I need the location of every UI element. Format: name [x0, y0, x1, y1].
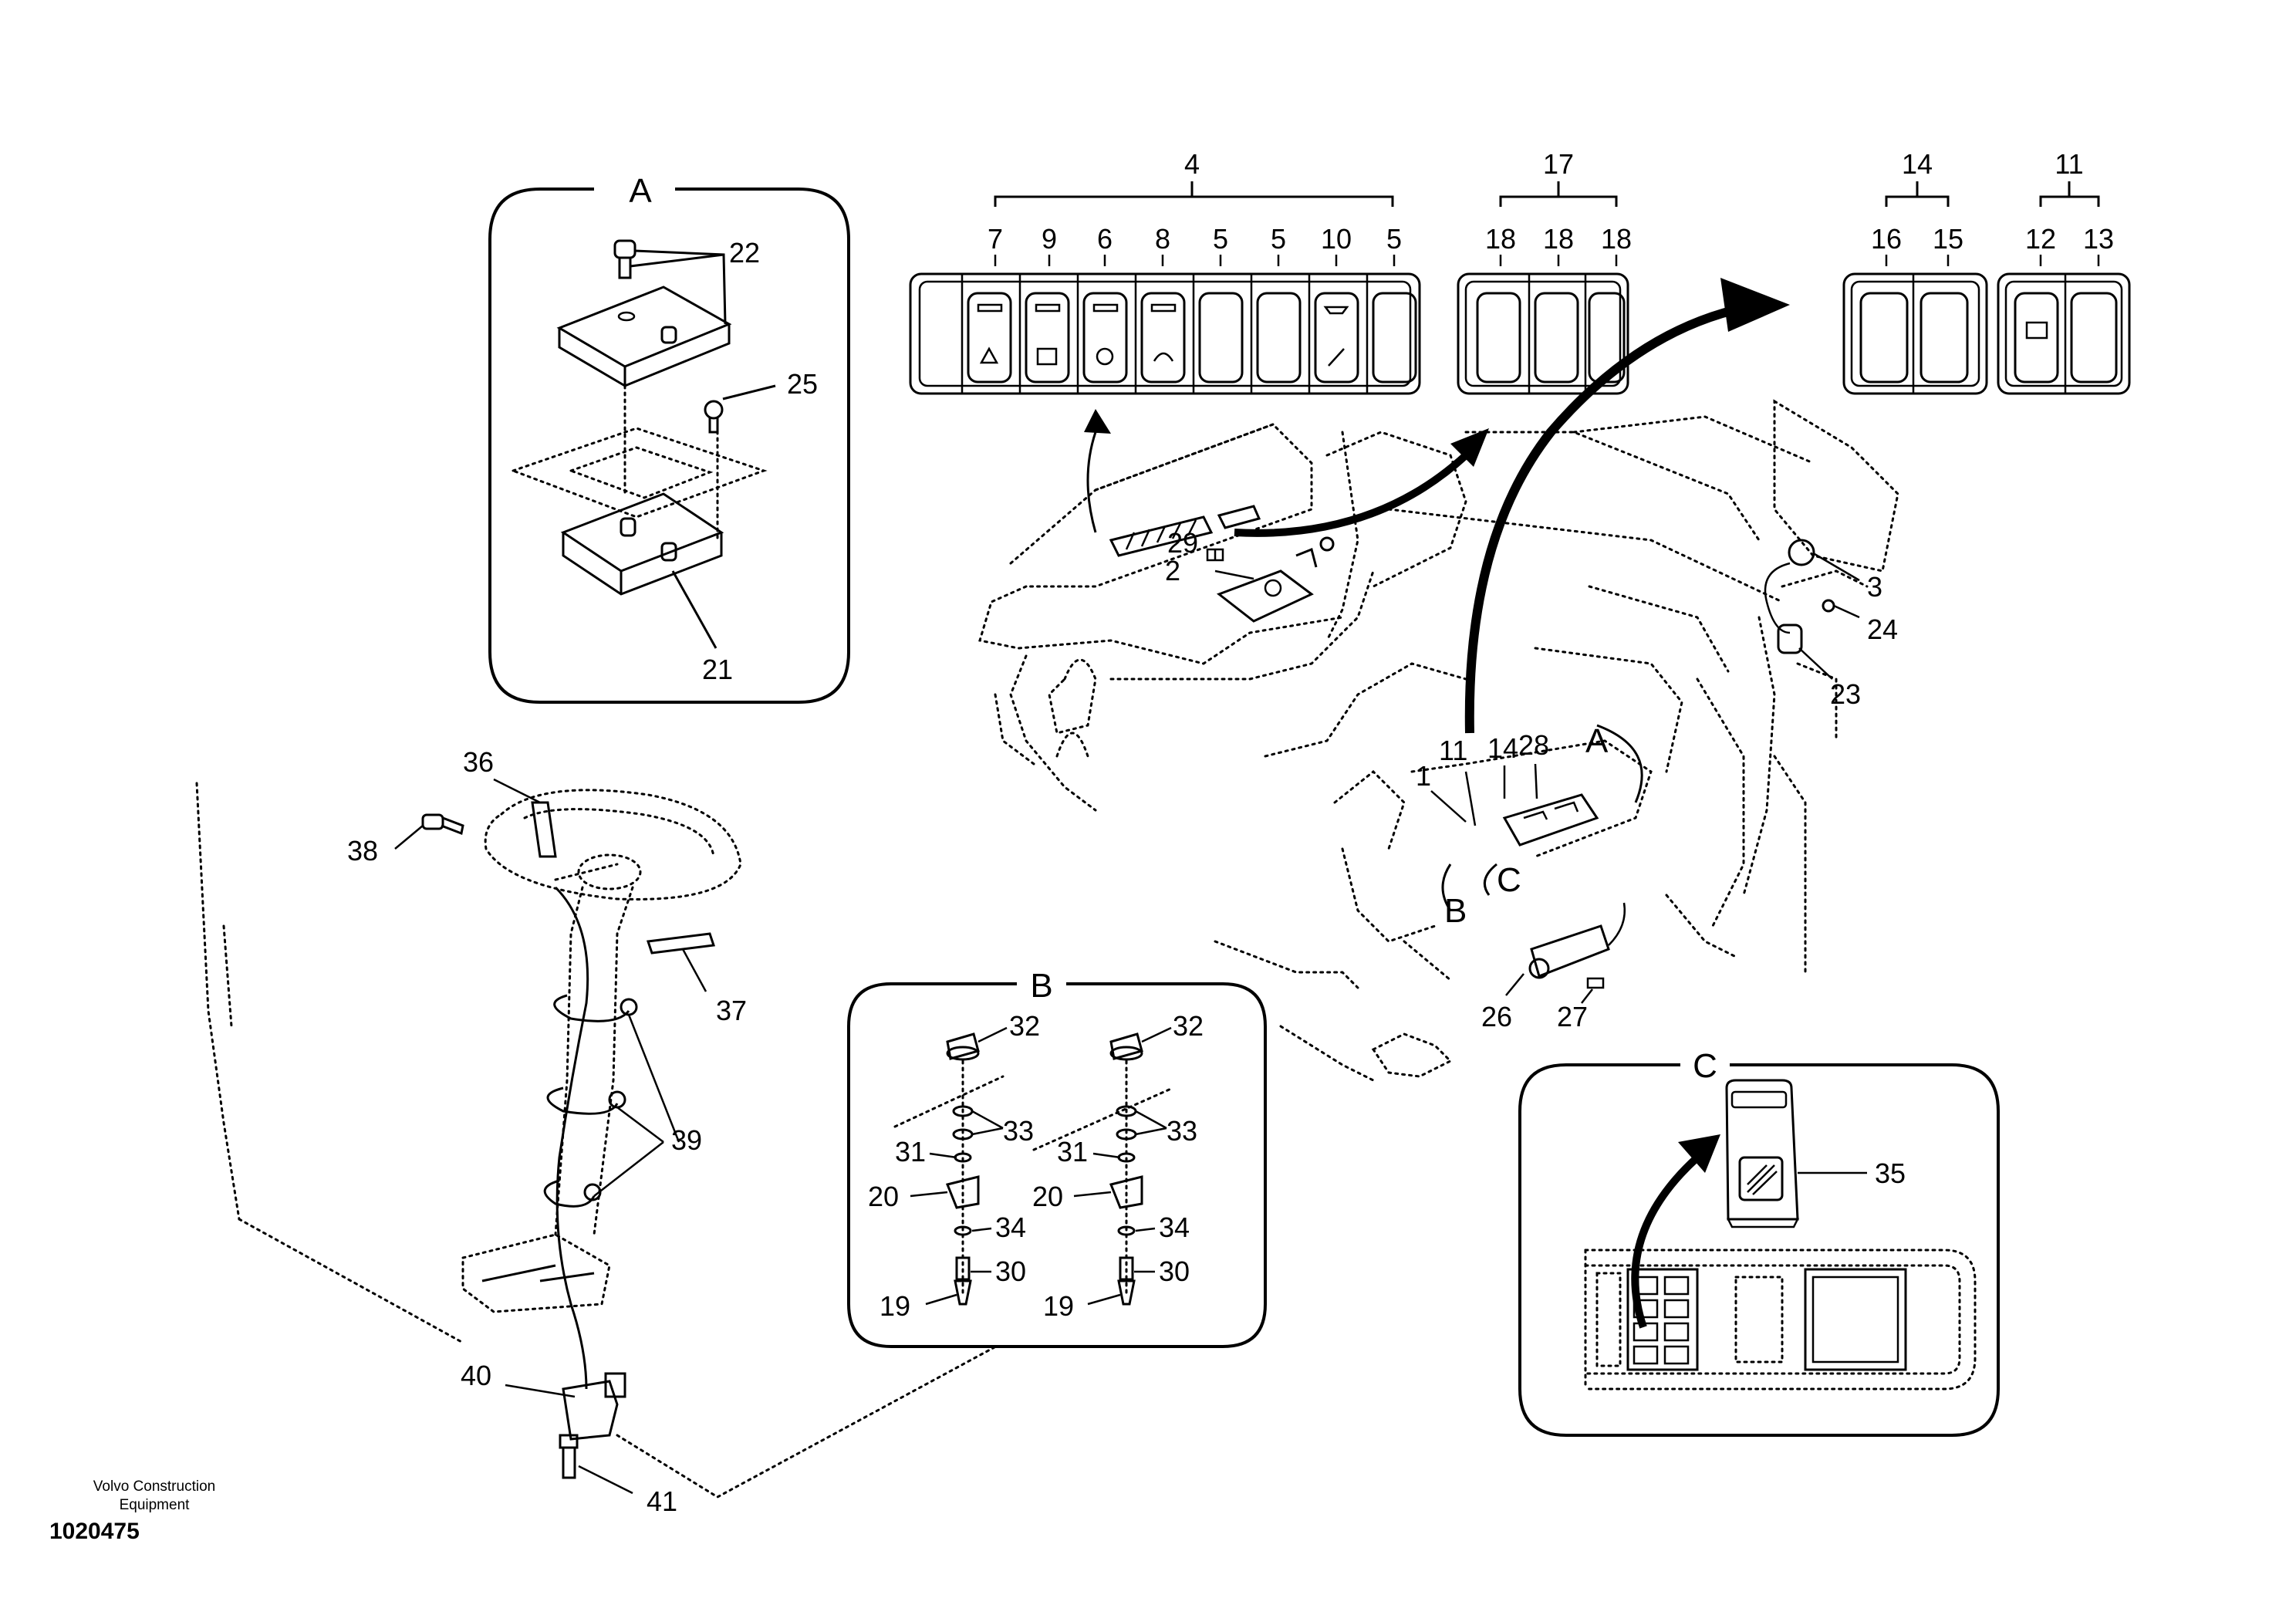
screw-icon: [704, 400, 724, 434]
callout-38: 38: [347, 835, 378, 867]
detail-b-ref: B: [1444, 892, 1467, 930]
callout-20: 20: [868, 1181, 899, 1212]
callout-37: 37: [716, 995, 747, 1026]
callout-3: 3: [1867, 571, 1882, 603]
callout-19: 19: [880, 1290, 910, 1322]
callout-31: 31: [1057, 1136, 1088, 1168]
callout-21: 21: [702, 654, 733, 685]
callout-29: 29: [1167, 527, 1198, 559]
callout-28: 28: [1518, 729, 1549, 761]
callout-17: 17: [1543, 148, 1574, 180]
callout-34: 34: [1159, 1211, 1190, 1243]
gasket: [509, 427, 768, 519]
callout-5: 5: [1386, 223, 1402, 255]
callout-16: 16: [1871, 223, 1902, 255]
switch-panel-14: 14 16 15: [1842, 148, 1988, 395]
callout-12: 12: [2025, 223, 2056, 255]
callout-5: 5: [1213, 223, 1228, 255]
callout-27: 27: [1557, 1001, 1588, 1032]
switch-9: [1025, 292, 1070, 384]
steering-column: [195, 782, 1004, 1499]
arrow-icon: [1234, 428, 1489, 537]
callout-32: 32: [1173, 1010, 1204, 1042]
callout-39: 39: [671, 1124, 702, 1156]
detail-a: A: [488, 172, 850, 704]
callout-23: 23: [1830, 678, 1861, 710]
detail-a-label: A: [629, 172, 652, 210]
callout-18: 18: [1543, 223, 1574, 255]
callout-18: 18: [1601, 223, 1632, 255]
switch-5c: [1372, 292, 1417, 384]
callout-20: 20: [1032, 1181, 1063, 1212]
company-name-line2: Equipment: [119, 1497, 190, 1513]
callout-40: 40: [461, 1360, 491, 1391]
callout-31: 31: [895, 1136, 926, 1168]
callout-24: 24: [1867, 613, 1898, 645]
detail-b: B 32: [847, 967, 1267, 1348]
callout-26: 26: [1481, 1001, 1512, 1032]
company-name-line1: Volvo Construction: [93, 1478, 216, 1495]
callout-11: 11: [1439, 735, 1467, 766]
arrow-icon: [1631, 1134, 1720, 1329]
callout-33: 33: [1167, 1115, 1197, 1147]
detail-c-ref: C: [1497, 861, 1521, 899]
switch-8: [1140, 292, 1186, 384]
base-housing: [560, 492, 724, 596]
callout-30: 30: [995, 1255, 1026, 1287]
callout-22: 22: [729, 237, 760, 269]
cab-dashboard: A B C: [978, 399, 1899, 1082]
detail-b-label: B: [1030, 967, 1052, 1005]
callout-13: 13: [2083, 223, 2114, 255]
detail-a-ref: A: [1585, 722, 1609, 760]
callout-14: 14: [1902, 148, 1933, 180]
switch-10: [1314, 292, 1359, 384]
callout-25: 25: [787, 368, 818, 400]
callout-33: 33: [1003, 1115, 1034, 1147]
arrow-icon: [1464, 278, 1790, 734]
callout-9: 9: [1042, 223, 1057, 255]
figure-number: 1020475: [49, 1519, 140, 1544]
callout-30: 30: [1159, 1255, 1190, 1287]
detail-c: C 35: [1518, 1047, 2000, 1437]
callout-15: 15: [1933, 223, 1963, 255]
callout-6: 6: [1097, 223, 1113, 255]
callout-34: 34: [995, 1211, 1026, 1243]
callout-8: 8: [1155, 223, 1170, 255]
seat-heater-switch: [1725, 1079, 1800, 1228]
switch-hazard: [967, 292, 1012, 384]
callout-5: 5: [1271, 223, 1286, 255]
callout-11: 11: [2055, 148, 2083, 180]
callout-1: 1: [1416, 760, 1431, 792]
switch-5b: [1256, 292, 1302, 384]
switch-stack-right: [1032, 1032, 1174, 1306]
callout-10: 10: [1321, 223, 1352, 255]
callout-4: 4: [1184, 148, 1200, 180]
switch-stack-left: [893, 1032, 1004, 1306]
callout-18: 18: [1485, 223, 1516, 255]
switch-5a: [1198, 292, 1244, 384]
switch-6: [1082, 292, 1128, 384]
callout-14: 14: [1487, 732, 1518, 764]
arrow-icon: [1084, 409, 1111, 533]
screw-icon: [613, 239, 636, 279]
callout-36: 36: [463, 746, 494, 778]
callout-2: 2: [1165, 555, 1180, 586]
switch-panel-4: 4 7 9 6 8 5 5 10 5: [909, 148, 1421, 395]
switch-panel-11: 11 12 13: [1997, 148, 2131, 395]
switch-panel-17: 17 18 18 18: [1457, 148, 1632, 395]
detail-c-label: C: [1693, 1047, 1717, 1085]
callout-35: 35: [1875, 1157, 1906, 1189]
callout-32: 32: [1009, 1010, 1040, 1042]
callout-41: 41: [647, 1485, 677, 1517]
callout-7: 7: [988, 223, 1003, 255]
callout-19: 19: [1043, 1290, 1074, 1322]
console-plan-view: [1584, 1249, 1977, 1391]
